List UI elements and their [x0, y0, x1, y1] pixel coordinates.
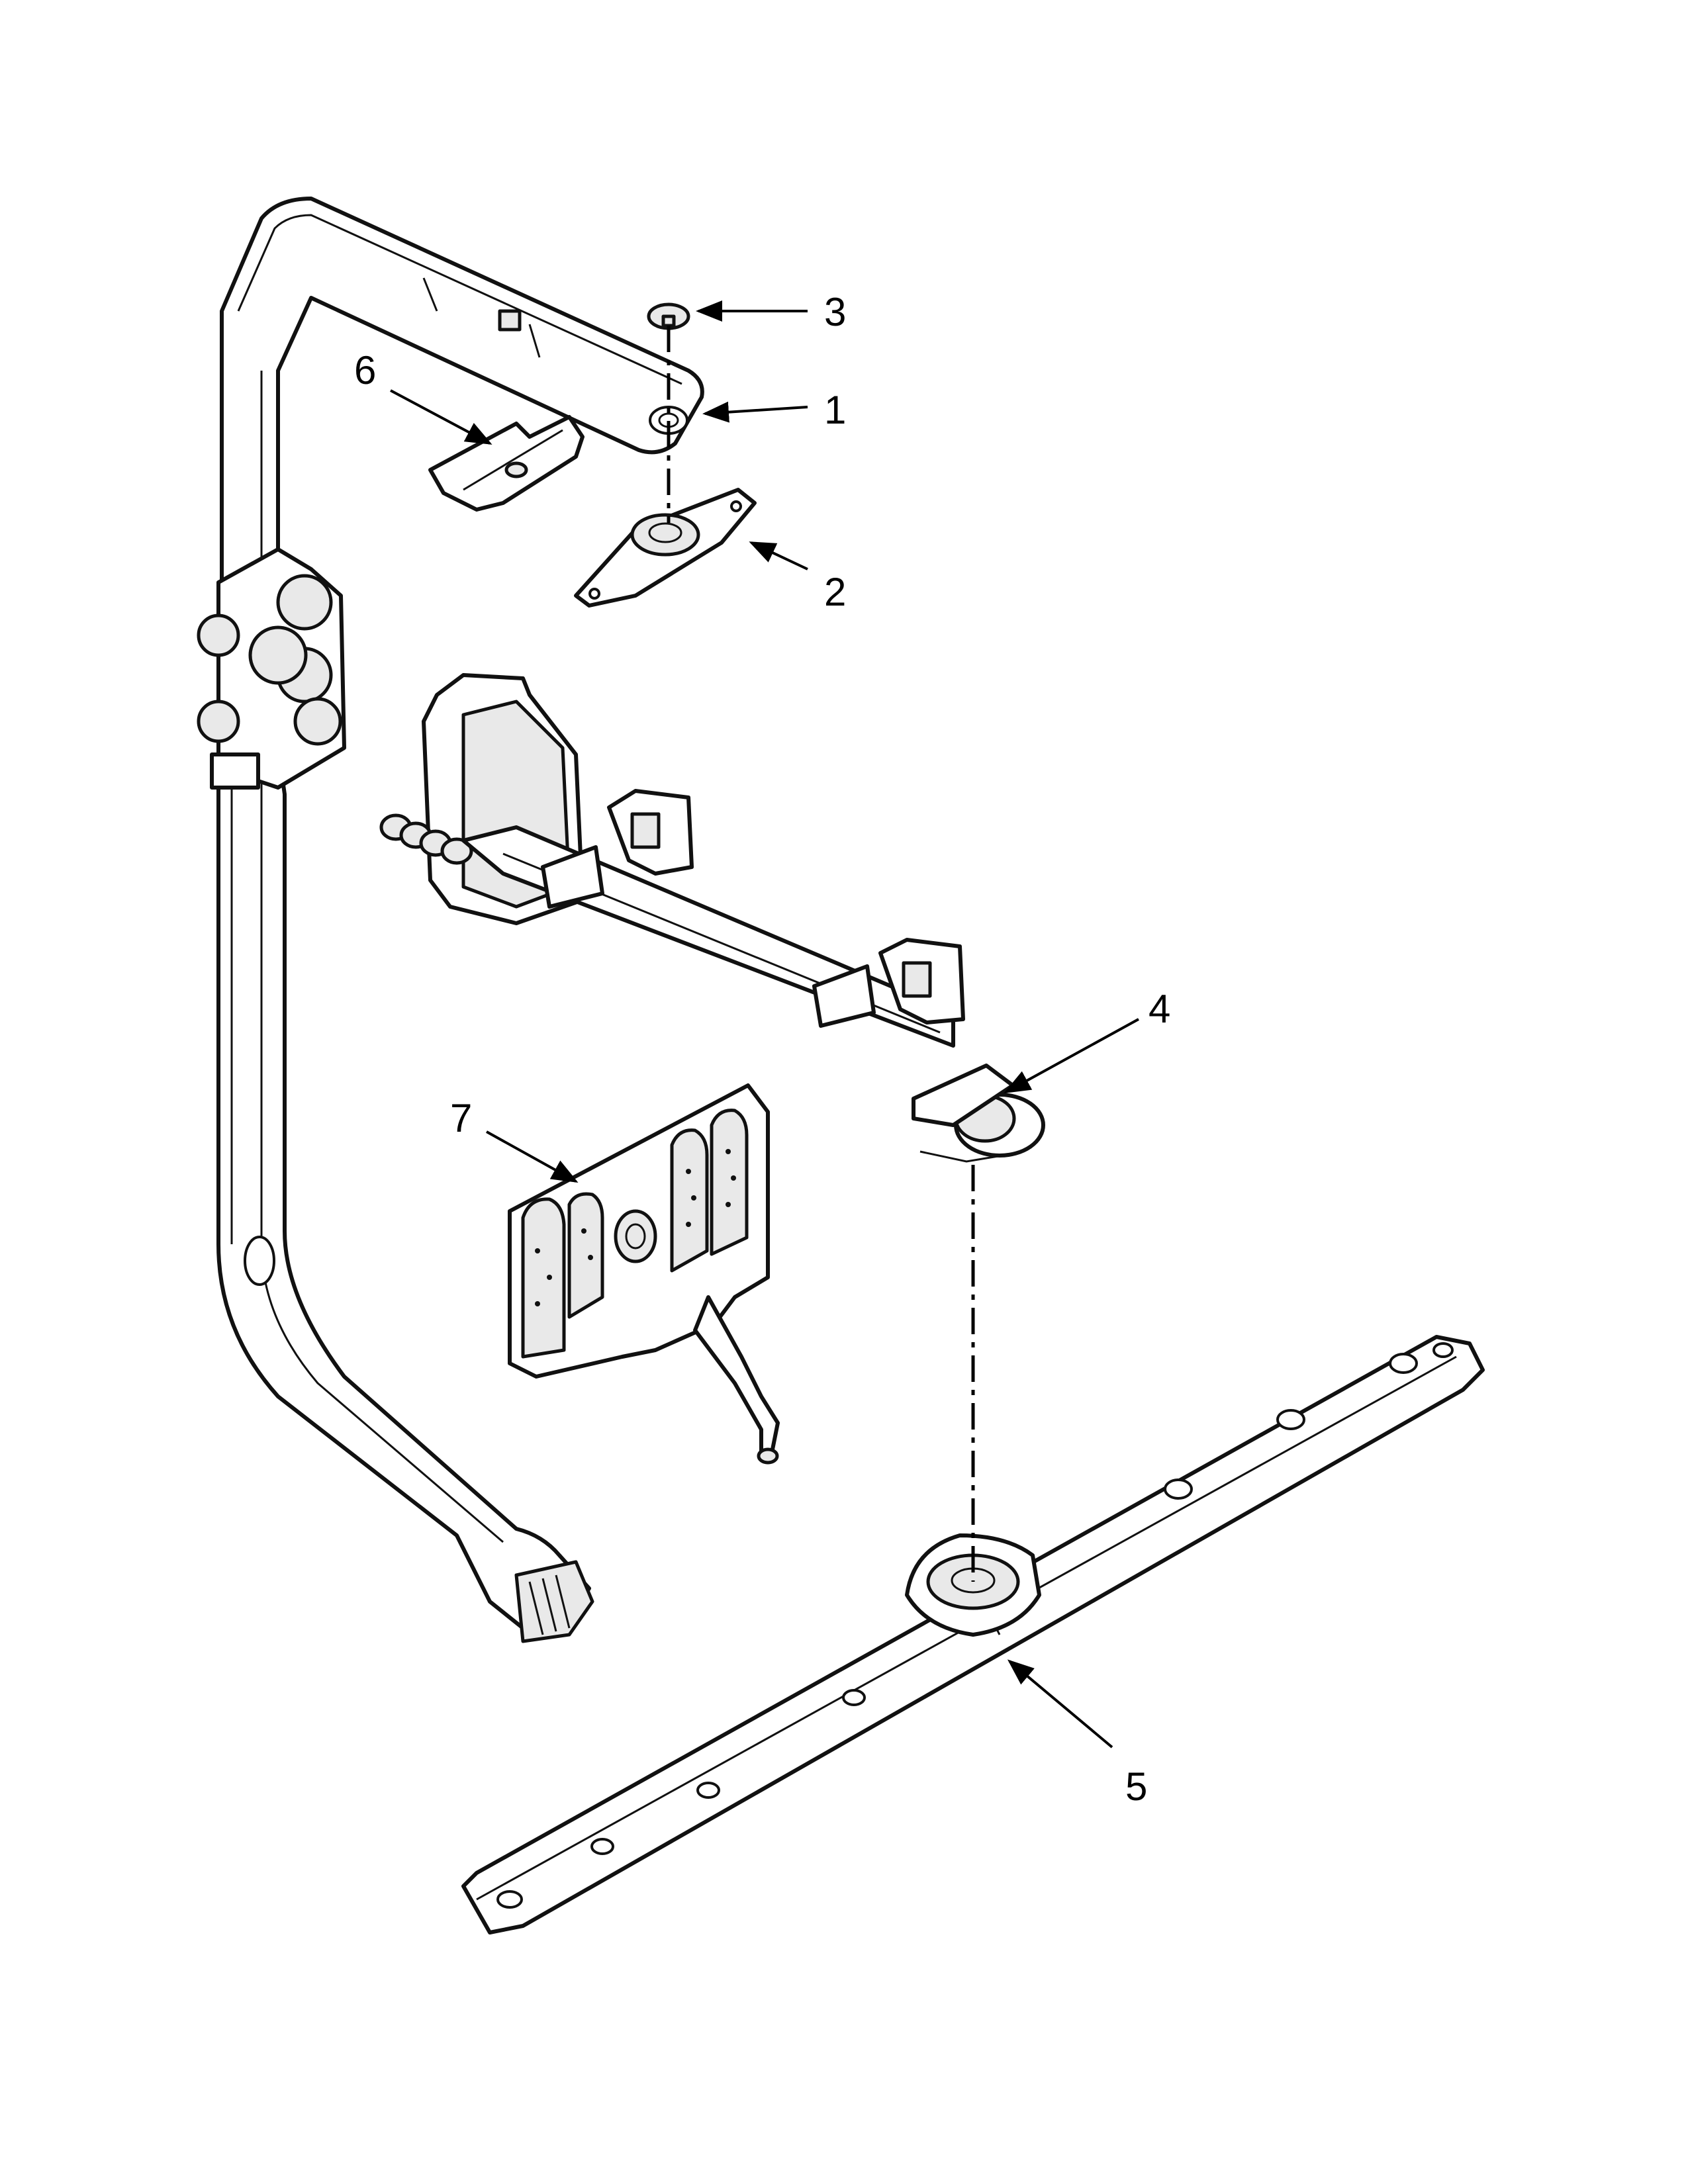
leader-6 — [390, 389, 492, 445]
callout-2: 2 — [824, 570, 846, 614]
leader-2 — [749, 541, 808, 570]
supply-tube — [197, 197, 704, 1643]
spray-arm-part — [461, 1335, 1485, 1934]
mount-part — [574, 488, 757, 608]
bracket-part — [428, 415, 585, 512]
callout-3: 3 — [824, 290, 846, 334]
leader-1 — [702, 401, 808, 423]
leader-4 — [1004, 1018, 1139, 1093]
callout-6: 6 — [354, 348, 376, 392]
manifold-part — [379, 673, 1045, 1163]
leader-7 — [486, 1130, 579, 1183]
callout-5: 5 — [1125, 1764, 1147, 1809]
nozzle-part — [508, 1083, 780, 1465]
callout-7: 7 — [450, 1096, 472, 1140]
leader-5 — [1007, 1659, 1113, 1749]
callout-1: 1 — [824, 388, 846, 432]
callout-4: 4 — [1149, 987, 1170, 1031]
cap-part — [647, 302, 690, 330]
